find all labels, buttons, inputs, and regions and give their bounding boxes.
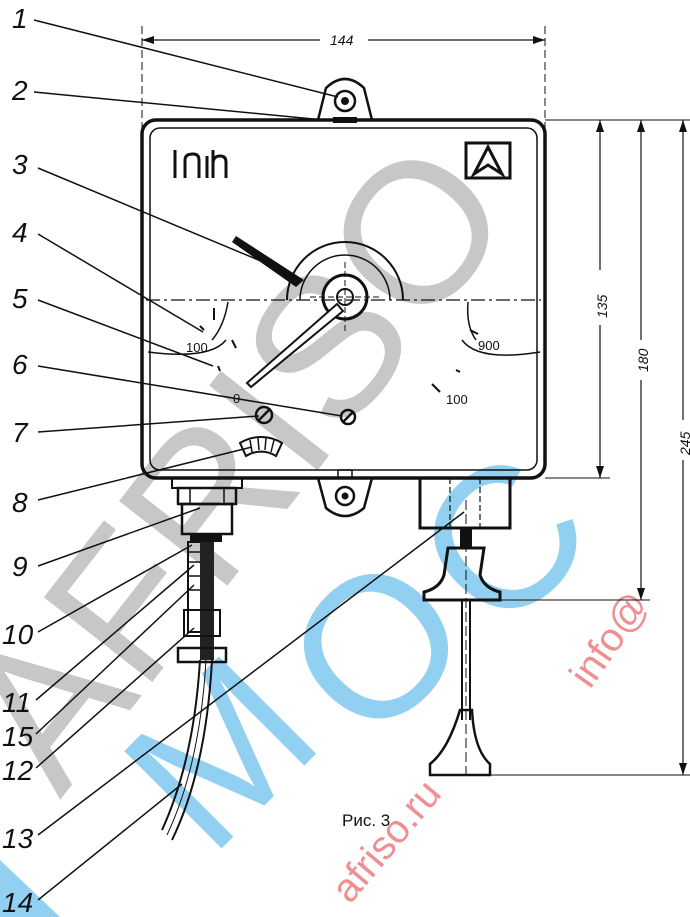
callout-7: 7: [12, 417, 29, 448]
upper-pointer: [232, 236, 304, 287]
cable: [161, 659, 201, 831]
approval-mark-icon: [464, 141, 512, 180]
bottom-mounting-lug: [316, 477, 374, 518]
right-scale: [431, 301, 541, 393]
watermark-blue-corner: [0, 860, 60, 917]
figure-caption: Рис. 3: [342, 811, 390, 830]
dimension-total-height: 245: [677, 431, 690, 456]
dimension-body-height: 180: [635, 348, 651, 372]
sector-indicator: [238, 436, 284, 458]
leader-lines: [33, 19, 465, 901]
dimension-panel-height: 135: [594, 294, 610, 318]
callout-1: 1: [12, 3, 28, 34]
callout-9: 9: [12, 551, 28, 582]
instrument: lnln A 100 0: [140, 77, 547, 518]
callout-8: 8: [12, 487, 28, 518]
dimension-lines: 144 135 180 245: [141, 26, 690, 776]
left-scale: [147, 301, 237, 372]
probe-assembly: [418, 476, 512, 777]
callout-6: 6: [12, 349, 28, 380]
main-pointer: [245, 302, 345, 389]
callout-3: 3: [12, 149, 28, 180]
cable-gland-assembly: [161, 477, 243, 841]
adjust-screw-left: [254, 405, 274, 425]
watermark-small-text: afriso.ru: [323, 772, 450, 911]
scale-label-right-100: 100: [446, 392, 468, 407]
scale-label-left-100: 100: [186, 340, 208, 355]
callout-5: 5: [12, 283, 28, 314]
callout-4: 4: [12, 217, 28, 248]
callout-15: 15: [2, 721, 34, 752]
callouts: 1 2 3 4 5 6 7 8 9 10 11 15 12 13 14: [2, 3, 34, 917]
dimension-width: 144: [330, 32, 354, 48]
brand-logo: [173, 150, 228, 178]
callout-14: 14: [2, 887, 33, 917]
callout-13: 13: [2, 823, 34, 854]
scale-label-900: 900: [478, 338, 500, 353]
callout-10: 10: [2, 619, 34, 650]
callout-2: 2: [11, 75, 28, 106]
adjust-screw-right: [339, 408, 357, 426]
callout-11: 11: [2, 687, 31, 718]
top-mounting-lug: [316, 77, 374, 122]
callout-12: 12: [2, 755, 34, 786]
